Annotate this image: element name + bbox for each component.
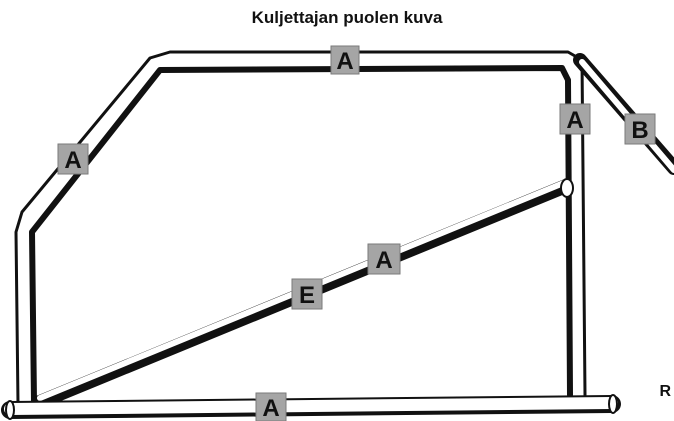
label-bottom: A <box>255 392 287 421</box>
label-top: A <box>330 45 360 75</box>
label-right-post: A <box>559 103 591 135</box>
bottom-tube-left-end <box>5 400 15 420</box>
label-rear-brace: B <box>624 113 656 145</box>
label-left-diagonal-text: A <box>64 147 81 174</box>
label-rear-brace-text: B <box>631 117 648 144</box>
label-left-diagonal: A <box>57 143 89 175</box>
diagonal-tube-end <box>560 178 574 198</box>
label-diagonal-upper: A <box>367 243 401 275</box>
side-letter: R <box>659 383 671 400</box>
cage-frame-outline <box>14 50 587 406</box>
label-diagonal-upper-text: A <box>375 247 392 274</box>
label-diagonal-lower: E <box>291 278 323 310</box>
label-top-text: A <box>336 48 353 75</box>
diagram-title: Kuljettajan puolen kuva <box>251 8 443 27</box>
bottom-tube-right-end <box>608 394 618 414</box>
label-bottom-text: A <box>262 395 279 421</box>
label-diagonal-lower-text: E <box>299 282 315 309</box>
label-right-post-text: A <box>566 107 583 134</box>
